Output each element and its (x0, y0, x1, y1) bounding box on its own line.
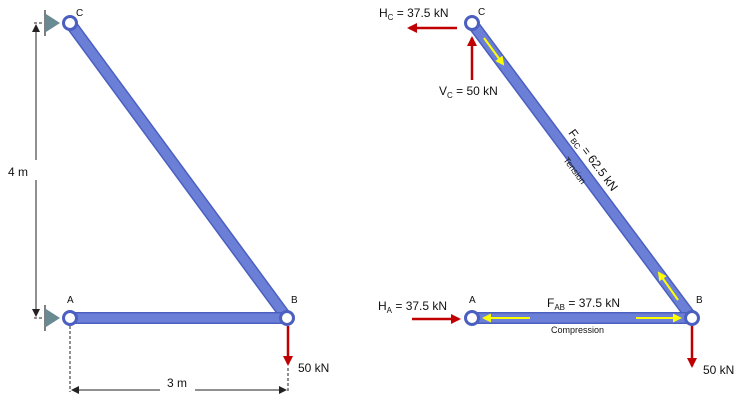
node-label-c-fbd: C (478, 7, 485, 18)
right-fbd: C A B HC = 37.5 kN VC = 50 kN HA = 37.5 … (378, 6, 734, 377)
reaction-label-ha: HA = 37.5 kN (378, 299, 447, 315)
reaction-label-vc: VC = 50 kN (439, 84, 498, 100)
joint-a-fbd (464, 310, 480, 326)
height-dimension: 4 m (8, 22, 44, 319)
load-label-b: 50 kN (298, 361, 329, 375)
joint-c (62, 15, 78, 31)
joint-b-fbd (684, 310, 700, 326)
compression-label: Compression (551, 325, 604, 335)
joint-b (279, 310, 295, 326)
joint-a (62, 310, 78, 326)
height-dimension-label: 4 m (8, 165, 28, 179)
pin-support-c (44, 10, 60, 36)
width-dimension: 3 m (69, 326, 289, 394)
node-label-a-fbd: A (469, 295, 476, 306)
joint-c-fbd (464, 15, 480, 31)
pin-support-a (44, 305, 60, 331)
node-label-b: B (291, 295, 298, 306)
load-label-b-fbd: 50 kN (703, 363, 734, 377)
force-arrows-bc (483, 37, 679, 301)
left-truss: C A B 4 m 3 m 50 kN (8, 8, 329, 394)
node-label-a: A (67, 295, 74, 306)
reaction-label-hc: HC = 37.5 kN (379, 6, 448, 22)
node-label-c: C (76, 8, 83, 19)
member-force-label-ab: FAB = 37.5 kN (547, 296, 620, 312)
node-label-b-fbd: B (696, 295, 703, 306)
width-dimension-label: 3 m (167, 376, 187, 390)
